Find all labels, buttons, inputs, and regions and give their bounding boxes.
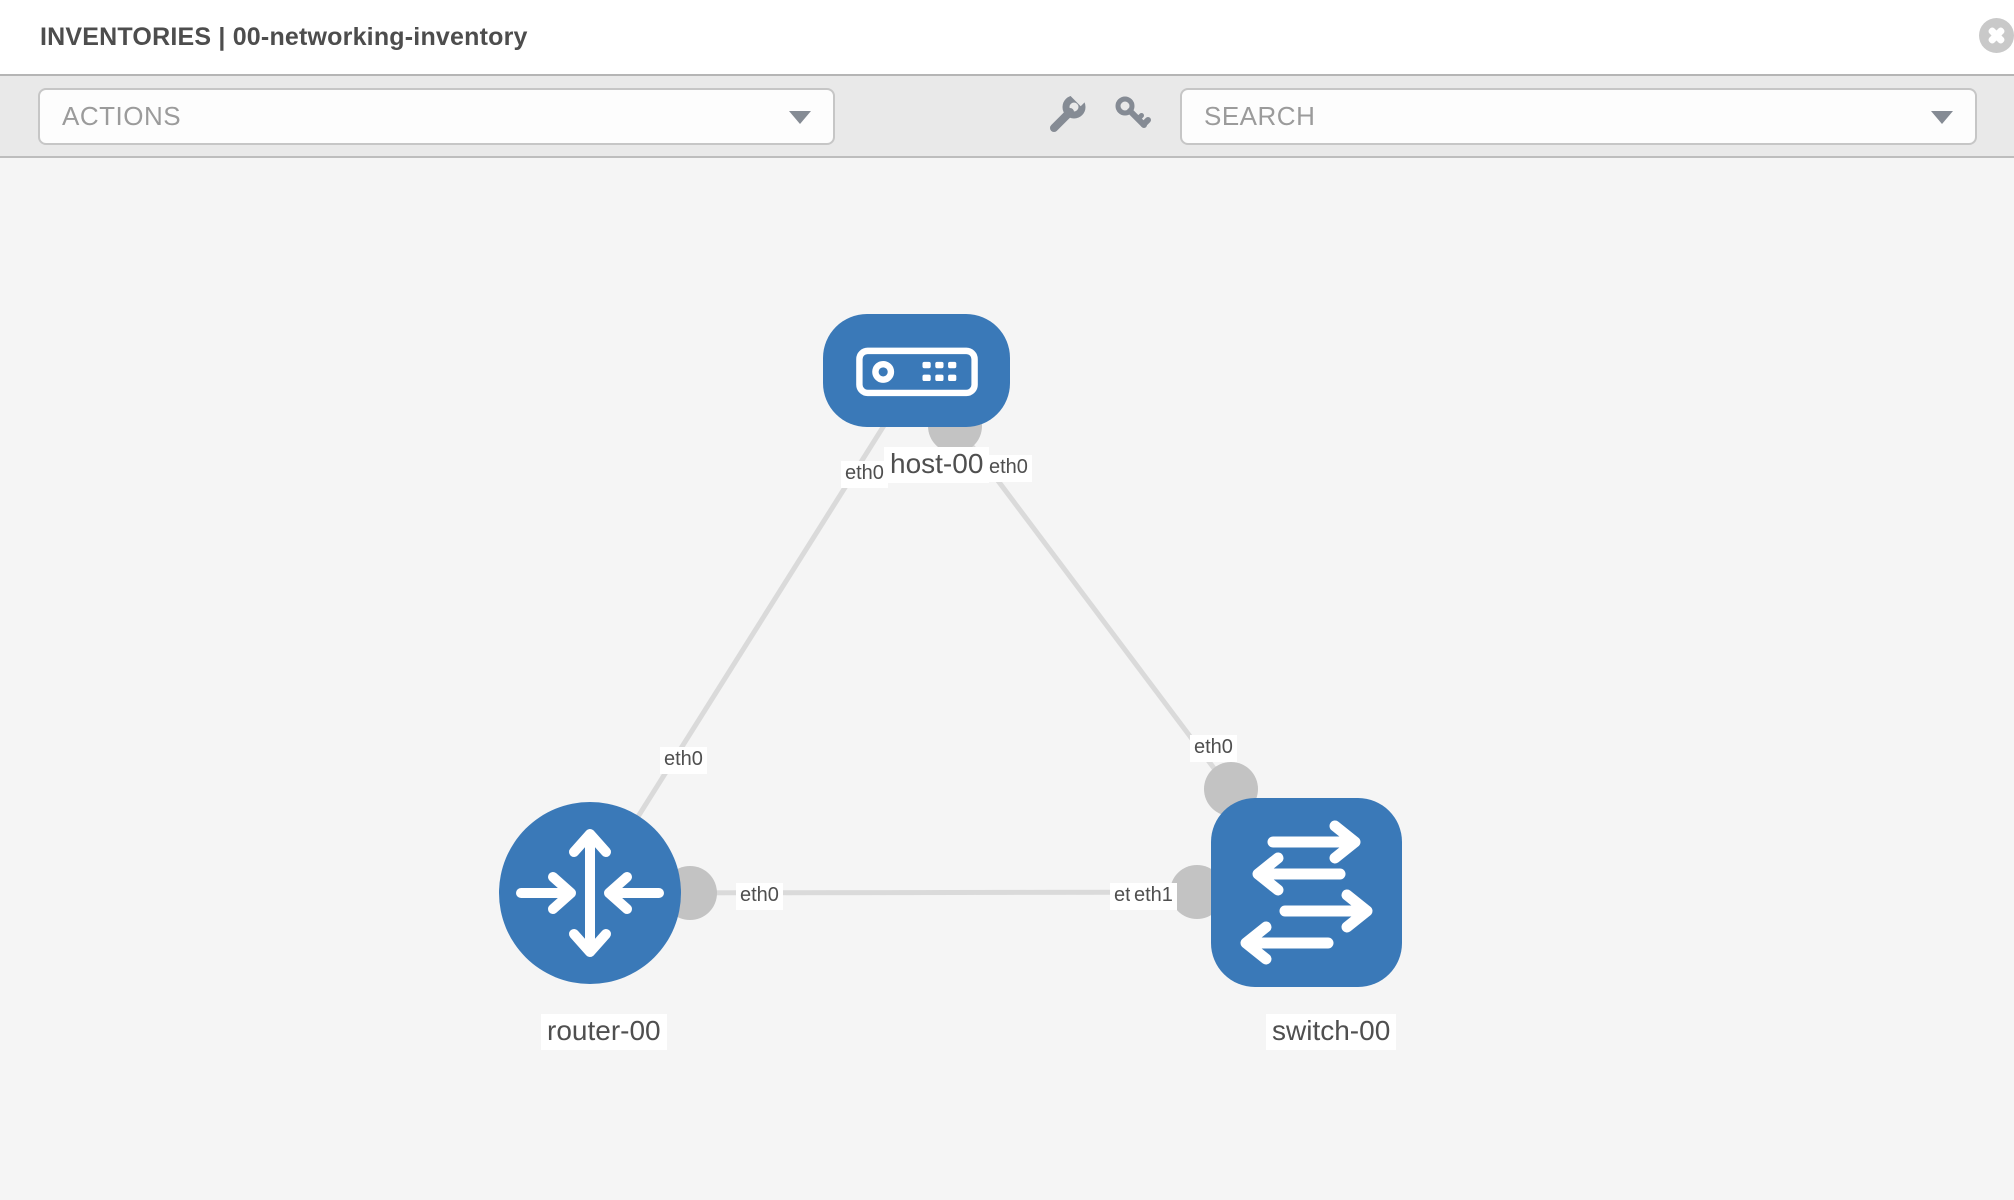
page-title: INVENTORIES | 00-networking-inventory	[40, 23, 528, 51]
iface-label-switch-eth0-top: eth0	[1190, 735, 1237, 762]
toolbar: ACTIONS	[0, 74, 2014, 158]
node-host-00[interactable]	[823, 314, 1010, 427]
key-button[interactable]	[1111, 93, 1155, 137]
actions-dropdown[interactable]: ACTIONS	[38, 88, 835, 145]
topology-canvas[interactable]: host-00 router-00 switch-00 eth0 eth0 et…	[0, 158, 2014, 1196]
iface-label-host-eth0-left: eth0	[841, 461, 888, 488]
node-label-host: host-00	[884, 447, 990, 483]
node-router-00[interactable]	[499, 802, 681, 984]
router-icon	[516, 829, 664, 957]
iface-label-host-eth0-right: eth0	[985, 455, 1032, 482]
key-icon	[1115, 96, 1151, 128]
close-button[interactable]	[1979, 18, 2014, 53]
chevron-down-icon	[1931, 111, 1953, 124]
link-host-router[interactable]	[587, 371, 920, 895]
switch-icon	[1240, 820, 1373, 965]
search-input[interactable]	[1204, 90, 1894, 143]
header-bar: INVENTORIES | 00-networking-inventory	[0, 0, 2014, 74]
node-label-router: router-00	[541, 1014, 667, 1050]
wrench-button[interactable]	[1045, 87, 1090, 137]
iface-connector	[1170, 865, 1224, 919]
search-dropdown[interactable]	[1180, 88, 1977, 145]
iface-label-router-eth0-top: eth0	[660, 747, 707, 774]
actions-dropdown-label: ACTIONS	[62, 101, 182, 131]
host-icon	[855, 347, 978, 396]
links-layer	[587, 371, 1309, 920]
iface-label-switch-eth1-left: eth1	[1130, 883, 1177, 910]
wrench-icon	[1050, 87, 1090, 132]
chevron-down-icon	[789, 111, 811, 124]
iface-label-router-eth0-right: eth0	[736, 883, 783, 910]
node-label-switch: switch-00	[1266, 1014, 1397, 1050]
node-switch-00[interactable]	[1211, 798, 1402, 987]
